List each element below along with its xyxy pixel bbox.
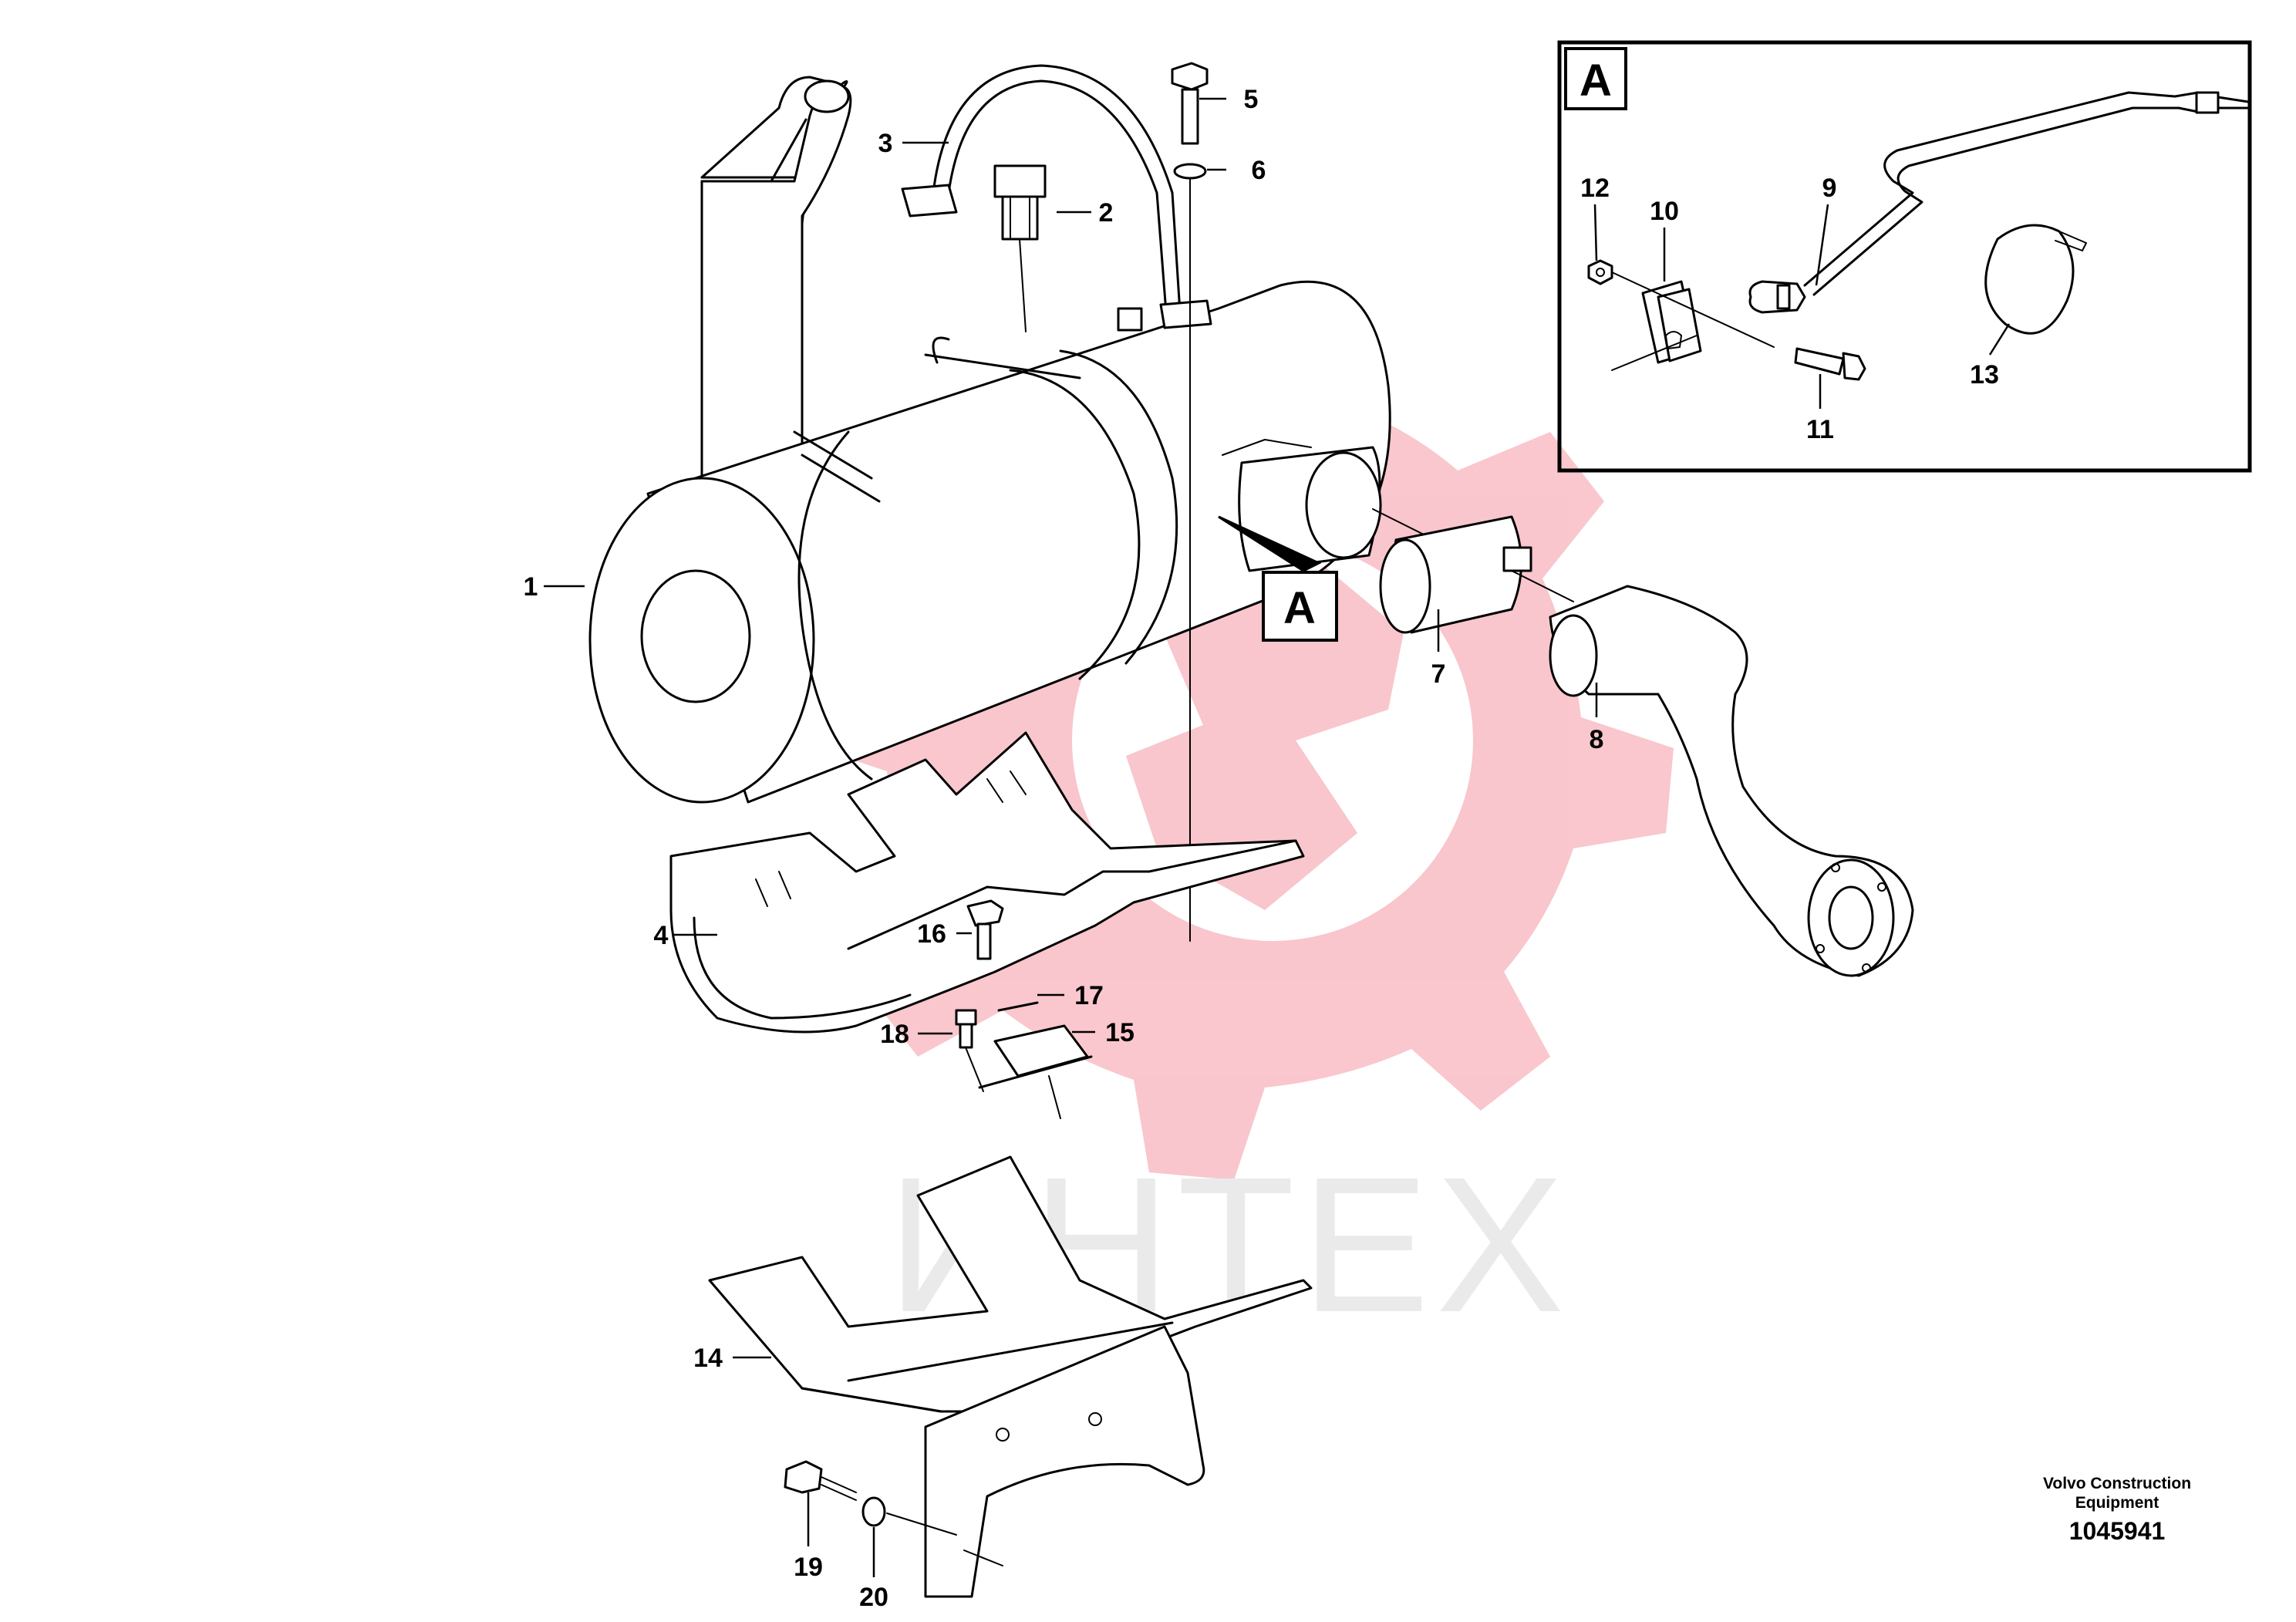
part-label-3: 3 xyxy=(878,129,893,158)
part-label-4: 4 xyxy=(654,921,669,950)
view-arrow xyxy=(1218,515,1322,572)
part-label-18: 18 xyxy=(880,1020,909,1049)
part-labels: 1 2 3 4 5 6 7 8 9 10 11 12 13 14 15 16 1… xyxy=(524,85,1999,1612)
washer-17 xyxy=(997,1001,1039,1012)
part-label-20: 20 xyxy=(859,1583,888,1612)
bolt-18 xyxy=(955,1009,984,1092)
part-label-2: 2 xyxy=(1099,198,1114,228)
part-label-7: 7 xyxy=(1431,659,1446,689)
part-label-13: 13 xyxy=(1970,360,1999,389)
view-marker-label: A xyxy=(1283,583,1316,633)
muffler-cradle-4 xyxy=(669,731,1305,1034)
part-label-19: 19 xyxy=(794,1553,823,1582)
cable-tie-13 xyxy=(1984,224,2087,335)
part-label-6: 6 xyxy=(1252,156,1266,185)
leader-lines xyxy=(544,97,2011,1577)
inset-frame xyxy=(1557,40,2252,473)
drawing-number: 1045941 xyxy=(2069,1517,2166,1545)
part-label-5: 5 xyxy=(1244,85,1259,114)
sensor-bracket xyxy=(1611,280,1702,371)
part-label-8: 8 xyxy=(1590,725,1604,754)
bolt-16 xyxy=(966,899,1004,960)
rubber-mount-15 xyxy=(978,1024,1093,1119)
part-label-1: 1 xyxy=(524,572,538,602)
part-label-16: 16 xyxy=(917,919,946,949)
clamp-7 xyxy=(1379,515,1574,634)
pressure-sensor-2 xyxy=(993,164,1047,332)
strap-3 xyxy=(901,64,1212,329)
brand-line-1: Volvo Construction xyxy=(2043,1475,2191,1492)
bolt-11 xyxy=(1794,347,1866,381)
part-label-14: 14 xyxy=(693,1344,723,1373)
exhaust-pipe-8 xyxy=(1549,585,1914,977)
title-block: Volvo Construction Equipment 1045941 xyxy=(2043,1475,2191,1545)
pipe-connector xyxy=(1222,439,1435,572)
bolt-5 xyxy=(1171,62,1209,145)
temperature-sensor xyxy=(1748,91,2250,314)
part-label-11: 11 xyxy=(1806,415,1834,444)
view-marker-box xyxy=(1262,571,1338,642)
washer-6 xyxy=(1173,163,1207,942)
brand-line-2: Equipment xyxy=(2075,1494,2159,1512)
muffler-assembly xyxy=(588,76,1391,804)
bolt-19 xyxy=(784,1460,857,1501)
part-label-12: 12 xyxy=(1580,174,1610,203)
part-label-17: 17 xyxy=(1074,981,1104,1010)
part-label-9: 9 xyxy=(1822,174,1837,203)
washer-20 xyxy=(861,1496,957,1536)
base-bracket-14 xyxy=(708,1155,1313,1598)
inset-title-box xyxy=(1564,47,1627,110)
view-marker-a: A xyxy=(1218,515,1338,642)
nut-12 xyxy=(1587,259,1775,348)
part-label-10: 10 xyxy=(1650,197,1679,226)
part-label-15: 15 xyxy=(1105,1018,1135,1047)
inset-title: A xyxy=(1580,56,1612,106)
detail-inset: A xyxy=(1557,40,2252,473)
